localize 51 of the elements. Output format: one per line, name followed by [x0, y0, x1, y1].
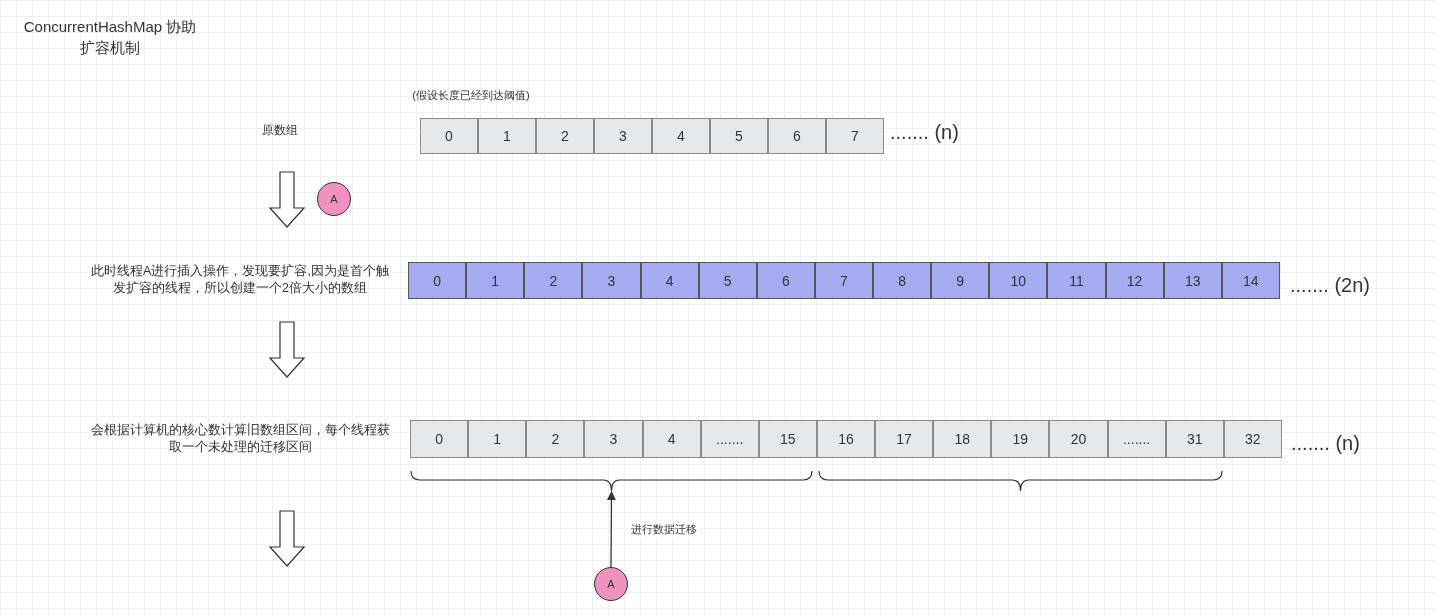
diagram-title: ConcurrentHashMap 协助扩容机制	[22, 17, 198, 58]
thread-circle: A	[594, 567, 628, 601]
array-cell: 6	[756, 262, 815, 299]
array-cell: 14	[1221, 262, 1280, 299]
array-cell: 17	[875, 420, 934, 458]
edge-label: 进行数据迁移	[629, 520, 699, 538]
array-cell: 19	[991, 420, 1050, 458]
array-cell: 16	[816, 420, 876, 458]
array-cell: 2	[524, 262, 583, 299]
array-cell: .......	[1107, 420, 1166, 458]
array-cell: 12	[1105, 262, 1164, 299]
array-cell: 1	[466, 262, 525, 299]
step-label: 原数组	[261, 122, 299, 139]
array-cell: 7	[814, 262, 874, 299]
ellipsis-text: ....... (2n)	[1290, 273, 1372, 298]
ellipsis-text: ....... (n)	[890, 120, 960, 145]
array-cell: 32	[1223, 420, 1282, 458]
array-cell: 3	[584, 420, 643, 458]
array-cell: 10	[989, 262, 1048, 299]
array-cell: 5	[698, 262, 757, 299]
ellipsis-text: ....... (n)	[1291, 431, 1361, 456]
array-cell: 15	[758, 420, 817, 458]
array-cell: 3	[594, 118, 652, 154]
array-cell: 7	[826, 118, 884, 154]
step-description: 会根据计算机的核心数计算旧数组区间，每个线程获取一个未处理的迁移区间	[89, 422, 391, 456]
array-cell: 5	[710, 118, 768, 154]
array-cell: 0	[408, 262, 467, 299]
note-text: (假设长度已经到达阈值)	[411, 88, 531, 103]
array-cell: 6	[768, 118, 826, 154]
array-cell: 20	[1049, 420, 1108, 458]
thread-circle: A	[317, 182, 351, 216]
array-cell: 8	[873, 262, 932, 299]
array-cell: 9	[931, 262, 990, 299]
array-cell: 13	[1163, 262, 1222, 299]
array-cell: 4	[640, 262, 699, 299]
array-cell: 31	[1165, 420, 1224, 458]
array-cell: 1	[468, 420, 527, 458]
array-cell: .......	[700, 420, 759, 458]
array-cell: 2	[536, 118, 594, 154]
array-cell: 4	[642, 420, 701, 458]
array-cell: 0	[410, 420, 469, 458]
curly-brace	[818, 470, 1223, 492]
array-cell: 18	[933, 420, 992, 458]
array-cell: 0	[420, 118, 478, 154]
curly-brace	[410, 470, 813, 492]
array-cell: 1	[478, 118, 536, 154]
array-cell: 4	[652, 118, 710, 154]
step-description: 此时线程A进行插入操作，发现要扩容,因为是首个触发扩容的线程，所以创建一个2倍大小的数组	[90, 263, 390, 297]
array-cell: 3	[582, 262, 641, 299]
array-cell: 11	[1047, 262, 1106, 299]
array-cell: 2	[526, 420, 585, 458]
